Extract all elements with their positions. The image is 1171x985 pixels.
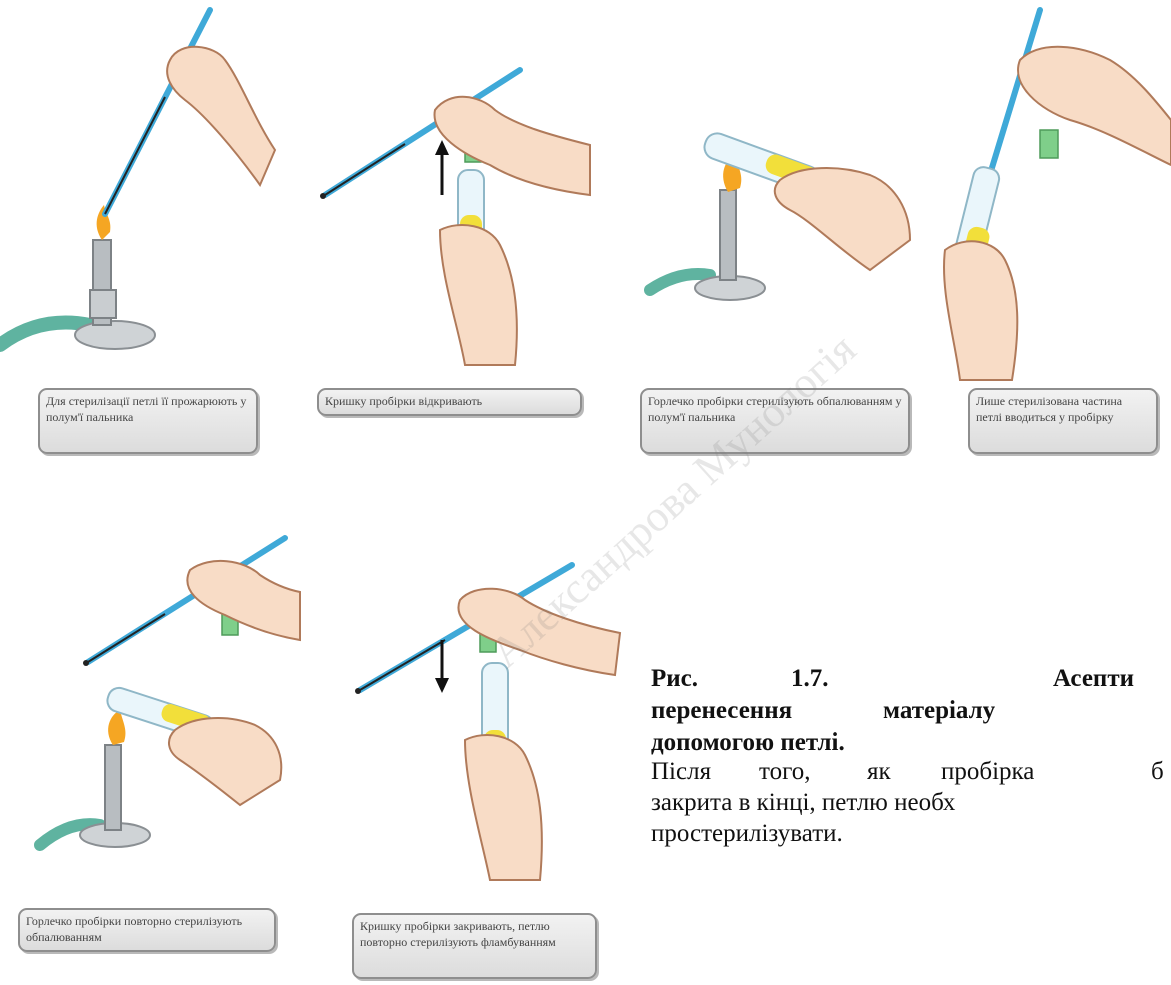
step5-caption: Горлечко пробірки повторно стерилізують … <box>18 908 276 952</box>
hand-icon <box>169 718 281 805</box>
figure-title-word: допомогою петлі. <box>651 727 845 759</box>
hand-icon <box>458 589 620 675</box>
burner-barrel <box>105 745 121 830</box>
figure-desc-word: простерилізувати. <box>651 818 843 849</box>
figure-desc-word: Після <box>651 756 711 787</box>
step5-illustration <box>0 530 300 850</box>
step6-illustration <box>350 555 650 895</box>
step3-illustration <box>640 120 920 380</box>
burner-barrel <box>720 190 736 280</box>
step3-caption: Горлечко пробірки стерилізують обпалюван… <box>640 388 910 454</box>
step1-illustration <box>0 0 280 360</box>
step2-caption: Кришку пробірки відкривають <box>317 388 582 416</box>
hand-icon <box>440 225 517 365</box>
figure-desc-word: того, <box>759 756 810 787</box>
figure-title-word: Асепти <box>1053 663 1134 695</box>
step4-caption: Лише стерилізована частина петлі вводить… <box>968 388 1158 454</box>
figure-desc-word: як <box>867 756 891 787</box>
step1-caption: Для стерилізації петлі її прожарюють у п… <box>38 388 258 454</box>
figure-desc-word: закрита в кінці, петлю необх <box>651 787 955 818</box>
hand-icon <box>167 47 275 185</box>
figure-desc-word: б <box>1151 756 1164 787</box>
hand-icon <box>465 735 542 880</box>
step2-illustration <box>290 55 590 365</box>
figure-title-word: Рис. <box>651 663 698 695</box>
step4-illustration <box>940 0 1171 380</box>
figure-desc-word: пробірка <box>941 756 1034 787</box>
flame-icon <box>108 710 125 745</box>
hand-icon <box>944 241 1017 380</box>
hand-icon <box>187 561 300 640</box>
burner-base <box>75 321 155 349</box>
figure-title-word: перенесення <box>651 695 792 727</box>
step6-caption: Кришку пробірки закривають, петлю повтор… <box>352 913 597 979</box>
hand-icon <box>775 168 910 270</box>
figure-title-word: матеріалу <box>883 695 995 727</box>
figure-title-word: 1.7. <box>791 663 829 695</box>
tube-cap <box>1040 130 1058 158</box>
